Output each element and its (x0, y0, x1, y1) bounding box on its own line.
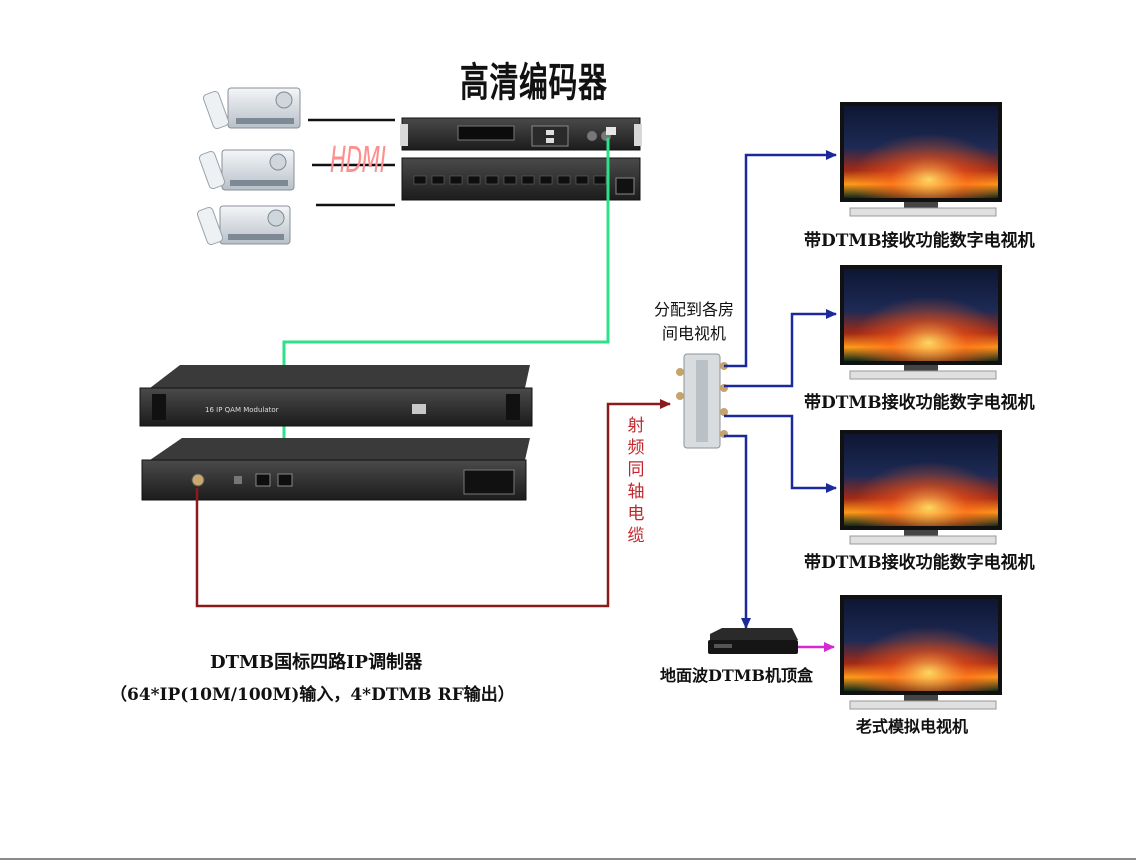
digital-tv-1 (840, 102, 1002, 217)
modulator-panel-text: 16 IP QAM Modulator (205, 406, 279, 414)
rf-cable-char: 电 (627, 504, 645, 524)
hdmi-label: HDMI (330, 140, 386, 181)
rf-splitter (676, 353, 728, 449)
analog-tv-label: 老式模拟电视机 (856, 717, 969, 736)
source-device-2 (198, 149, 295, 191)
rf-cable-char: 缆 (627, 526, 645, 546)
rf-cable-label: 射 频 同 轴 电 缆 (624, 415, 648, 547)
hd-encoder-front (400, 117, 642, 151)
arrow-to-tv-2 (724, 309, 837, 388)
set-top-box-label: 地面波DTMB机顶盒 (660, 666, 814, 685)
splitter-label-line-2: 间电视机 (661, 324, 726, 343)
tv-2-label: 带DTMB接收功能数字电视机 (804, 393, 1035, 413)
tv-1-label: 带DTMB接收功能数字电视机 (804, 231, 1035, 251)
hd-encoder-rear (401, 157, 641, 201)
rf-cable-char: 同 (627, 460, 645, 480)
rf-cable-char: 射 (627, 416, 645, 436)
ip-qam-modulator-front: 16 IP QAM Modulator (139, 365, 533, 427)
source-device-3 (196, 205, 291, 246)
dtmb-set-top-box (708, 628, 798, 654)
splitter-label-line-1: 分配到各房 (653, 300, 734, 319)
splitter-label: 分配到各房 间电视机 (648, 298, 740, 346)
rf-cable-char: 轴 (627, 482, 645, 502)
rf-coax-line (195, 399, 671, 608)
modulator-title: DTMB国标四路IP调制器 (210, 652, 423, 673)
tv-3-label: 带DTMB接收功能数字电视机 (804, 553, 1035, 573)
arrow-to-tv-1 (724, 150, 837, 368)
digital-tv-3 (840, 430, 1002, 545)
source-device-1 (202, 87, 301, 130)
analog-tv (840, 595, 1002, 710)
ip-qam-modulator-rear (141, 438, 530, 501)
arrow-to-set-top-box (724, 434, 751, 629)
encoder-title: 高清编码器 (460, 60, 608, 106)
digital-tv-2 (840, 265, 1002, 380)
rf-cable-char: 频 (627, 438, 645, 458)
arrow-to-tv-3 (724, 414, 837, 493)
bottom-divider (0, 858, 1136, 860)
modulator-subtitle: （64*IP(10M/100M)输入，4*DTMB RF输出） (110, 685, 515, 705)
